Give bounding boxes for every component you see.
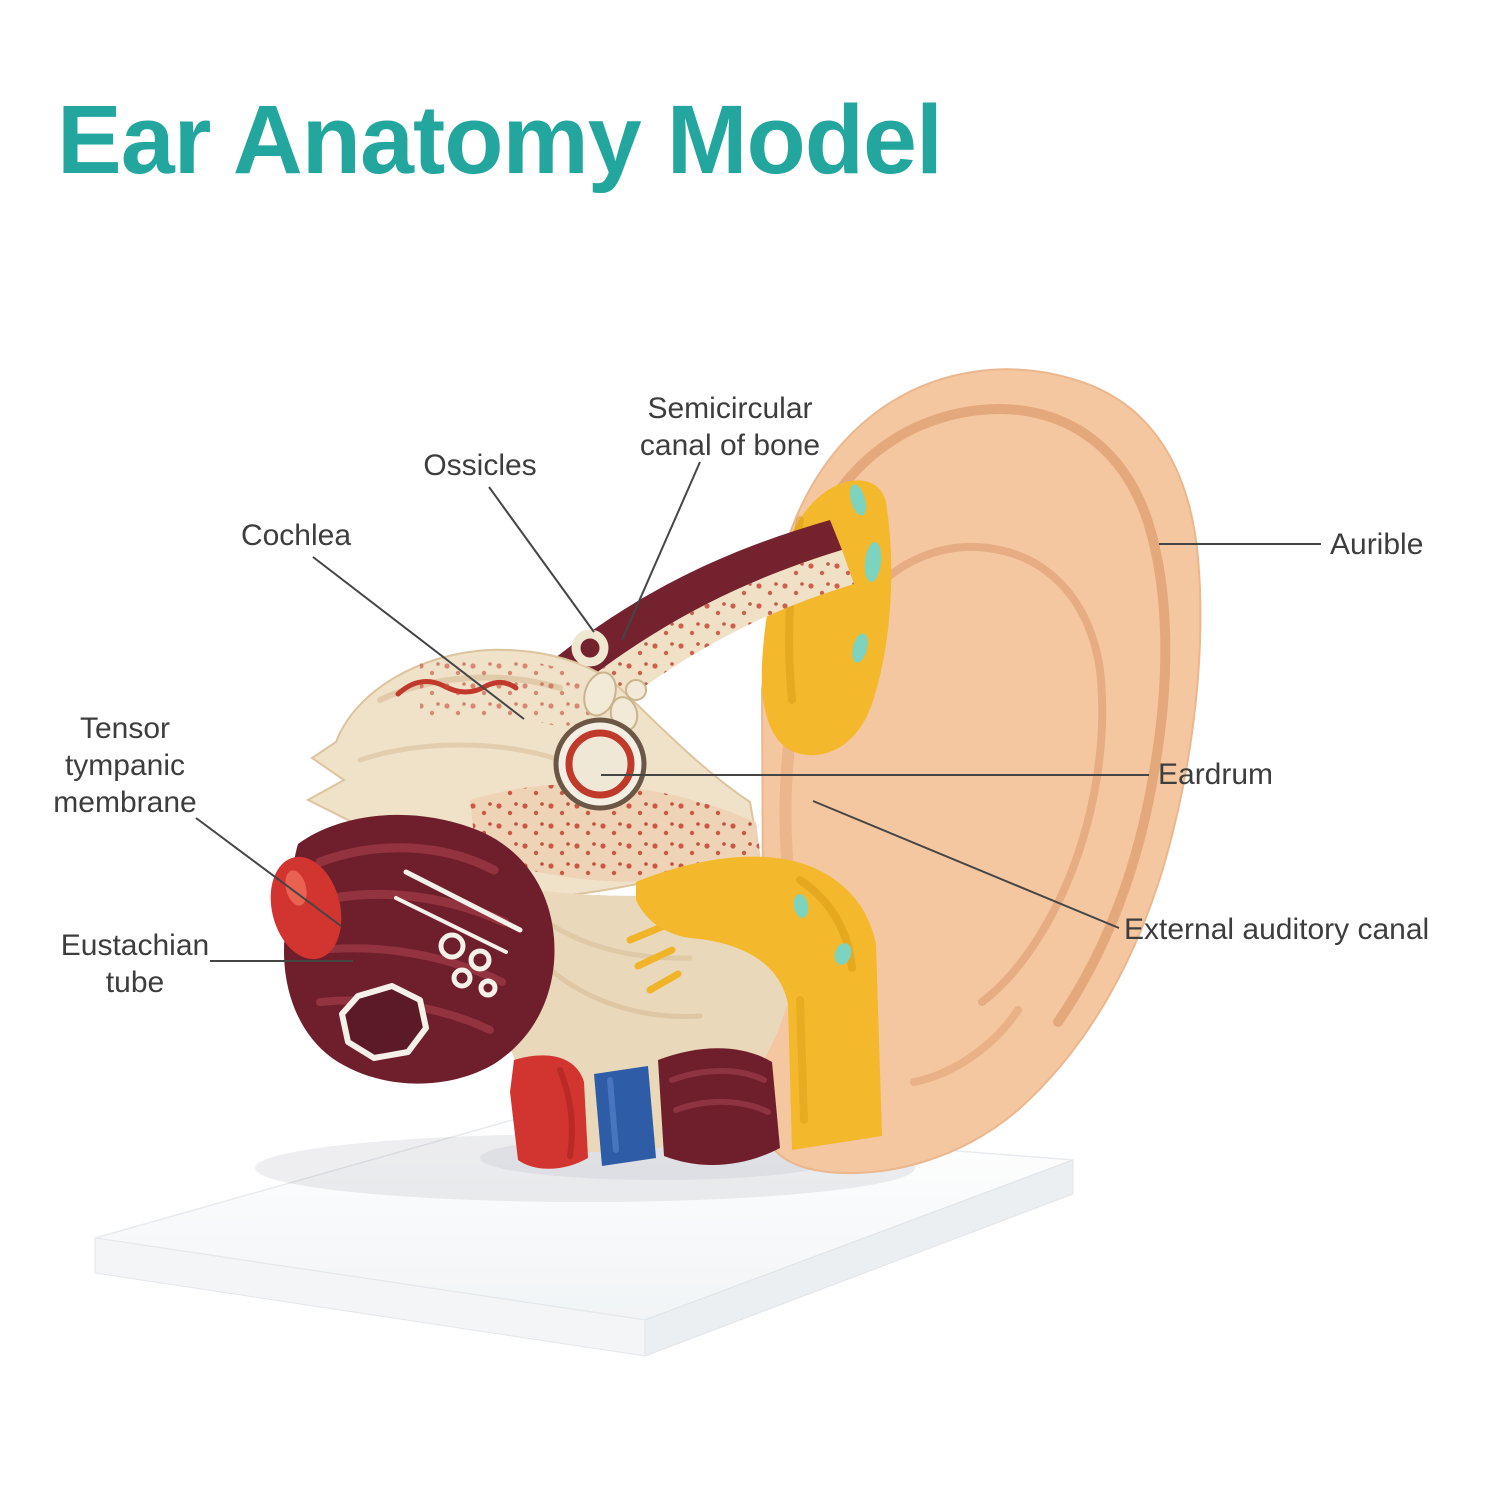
eardrum-ring — [553, 717, 647, 811]
earlobe-crease — [910, 1006, 1022, 1086]
label-cochlea: Cochlea — [196, 517, 396, 554]
white-oval-marks — [438, 932, 498, 998]
label-line: Ossicles — [423, 449, 537, 482]
leader-lines — [195, 461, 1321, 962]
page-title: Ear Anatomy Model — [57, 85, 943, 194]
label-eustachian-tube: Eustachian tube — [25, 927, 245, 1001]
leader-line-semicircular-canal — [621, 461, 701, 641]
eustachian-tube-opening — [339, 983, 429, 1061]
base-front-right-face — [644, 1159, 1074, 1357]
tendon-white-streaks — [394, 869, 523, 954]
label-external-auditory-canal: External auditory canal — [1124, 911, 1429, 948]
label-line: Eustachian — [60, 929, 210, 962]
label-line: Semicircular — [647, 392, 813, 425]
muscle-mass — [283, 814, 555, 1084]
label-tensor-tympanic-membrane: Tensor tympanic membrane — [15, 710, 235, 821]
label-line: tube — [105, 966, 165, 999]
bottom-red-piece — [510, 1055, 588, 1169]
leader-line-cochlea — [312, 556, 525, 720]
label-eardrum: Eardrum — [1158, 756, 1273, 793]
maroon-cartilage-band — [528, 520, 842, 708]
label-line: Eardrum — [1158, 758, 1274, 791]
label-ossicles: Ossicles — [380, 447, 580, 484]
lower-yellow-cartilage — [636, 856, 882, 1150]
semicircular-canal-loop — [571, 629, 609, 667]
label-line: Aurible — [1330, 528, 1424, 561]
leader-line-ossicles — [488, 486, 595, 633]
label-line: External auditory canal — [1124, 913, 1430, 946]
label-line: Tensor — [79, 712, 171, 745]
leader-line-external-auditory-canal — [812, 800, 1120, 929]
label-line: membrane — [53, 786, 197, 819]
leader-line-tensor-tympanic — [195, 817, 342, 927]
label-semicircular-canal: Semicircular canal of bone — [570, 390, 890, 464]
antihelix-fold — [834, 542, 1107, 1006]
teal-paint-marks — [793, 484, 882, 965]
yellow-paint-dashes — [626, 922, 682, 994]
helix-fold — [801, 404, 1171, 1027]
label-aurible: Aurible — [1330, 526, 1423, 563]
bottom-blue-piece — [594, 1066, 656, 1166]
label-line: canal of bone — [639, 429, 821, 462]
label-line: Cochlea — [240, 519, 352, 552]
ossicles-bones — [571, 629, 647, 732]
label-line: tympanic — [64, 749, 186, 782]
